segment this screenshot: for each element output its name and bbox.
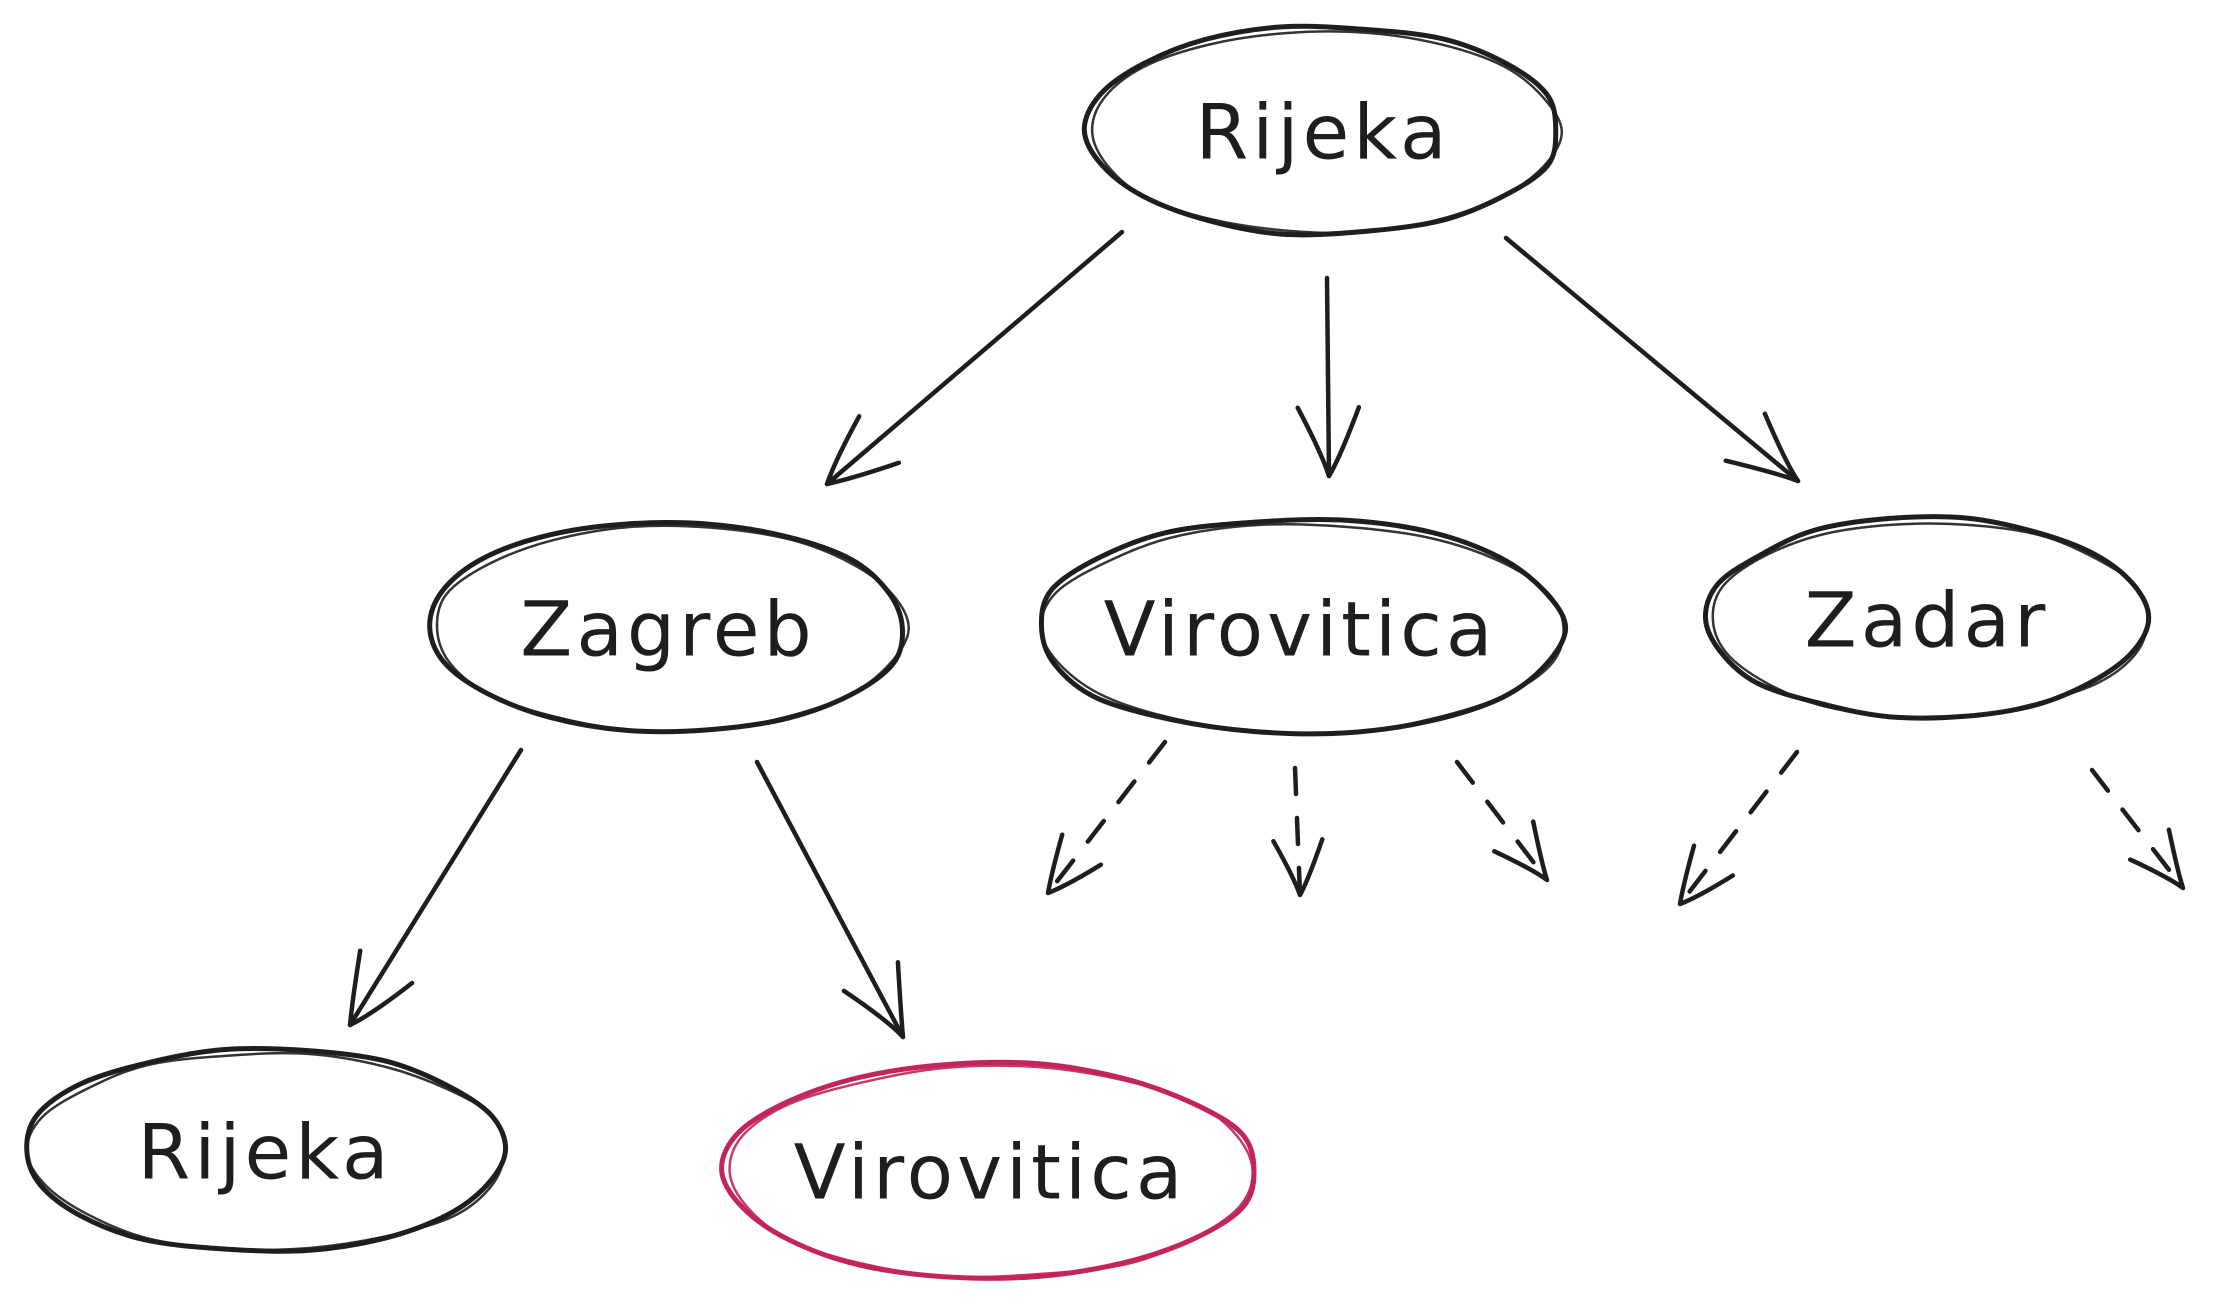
edge-line (347, 747, 524, 1028)
edge-line (754, 759, 906, 1040)
node-ellipse-stroke (728, 1064, 1254, 1279)
edges-layer (347, 229, 2186, 1040)
arrow-head-icon (1295, 404, 1362, 479)
arrow-head-icon (2127, 827, 2186, 891)
dashed-edge-line (1677, 749, 1800, 907)
node-ellipse (427, 520, 906, 735)
edge-arrow (1677, 749, 1800, 907)
edge-arrow (1045, 739, 1168, 896)
dashed-edge-line (1454, 759, 1550, 883)
node-virovitica-mid: Virovitica (1038, 516, 1569, 737)
arrow-head-icon (1271, 837, 1325, 898)
arrow-head-icon (824, 414, 902, 487)
node-leaf-virovitica: Virovitica (719, 1059, 1257, 1281)
node-label: Zadar (1805, 576, 2050, 665)
dashed-edge-line (2089, 767, 2186, 891)
node-root-rijeka: Rijeka (1081, 23, 1564, 238)
node-leaf-rijeka: Rijeka (24, 1045, 509, 1254)
edge-arrow (754, 759, 906, 1040)
node-label: Rijeka (137, 1108, 392, 1197)
edge-line (824, 229, 1125, 487)
edge-arrow (1454, 759, 1550, 883)
edge-arrow (347, 747, 524, 1028)
edge-arrow (2089, 767, 2186, 891)
node-ellipse (719, 1059, 1257, 1281)
arrow-head-icon (1677, 843, 1736, 907)
node-ellipse (1702, 514, 2152, 721)
arrow-head-icon (347, 948, 415, 1028)
node-ellipse-stroke (25, 1051, 506, 1252)
edge-line (1503, 235, 1801, 484)
edge-arrow (1503, 235, 1801, 484)
dashed-edge-line (1045, 739, 1168, 896)
node-ellipse-stroke (1090, 30, 1564, 235)
node-ellipse (1081, 23, 1559, 238)
node-label: Virovitica (1104, 585, 1497, 674)
node-ellipse-stroke (1039, 522, 1565, 736)
node-label: Zagreb (520, 585, 815, 674)
node-zadar: Zadar (1702, 514, 2152, 721)
node-label: Virovitica (794, 1128, 1187, 1217)
arrow-head-icon (841, 959, 906, 1040)
node-zagreb: Zagreb (427, 520, 910, 735)
edge-arrow (1271, 765, 1325, 898)
arrow-head-icon (1492, 819, 1550, 883)
node-ellipse-stroke (1711, 522, 2149, 720)
edge-line (1324, 275, 1332, 479)
arrow-head-icon (1045, 832, 1104, 896)
edge-arrow (824, 229, 1125, 487)
node-ellipse-stroke (435, 524, 910, 734)
arrow-head-icon (1723, 411, 1801, 484)
edge-arrow (1295, 275, 1362, 479)
node-label: Rijeka (1195, 88, 1450, 177)
dashed-edge-line (1292, 765, 1303, 898)
